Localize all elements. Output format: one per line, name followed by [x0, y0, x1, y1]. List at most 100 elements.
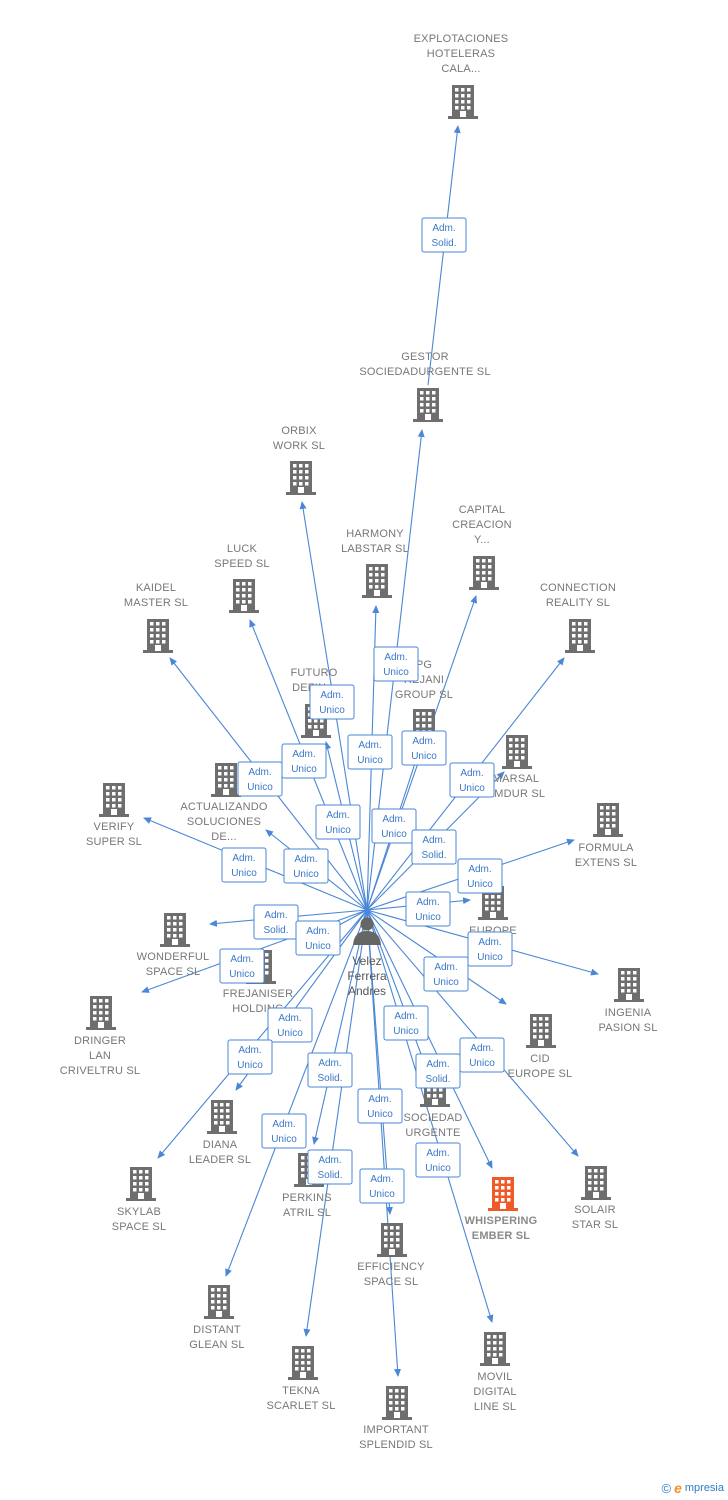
building-icon[interactable] [565, 619, 595, 653]
company-node-explotaciones[interactable]: EXPLOTACIONESHOTELERASCALA... [414, 33, 509, 119]
building-icon[interactable] [480, 1332, 510, 1366]
role-badge[interactable]: Adm.Unico [423, 956, 469, 992]
role-badge[interactable]: Adm.Unico [405, 891, 451, 927]
building-icon[interactable] [207, 1100, 237, 1134]
building-icon[interactable] [382, 1386, 412, 1420]
role-badge[interactable]: Adm.Unico [281, 743, 327, 779]
role-badge[interactable]: Adm.Solid. [411, 829, 457, 865]
role-badge-text: Adm. [318, 1058, 341, 1069]
role-badge[interactable]: Adm.Unico [283, 848, 329, 884]
building-icon[interactable] [126, 1167, 156, 1201]
building-icon[interactable] [502, 735, 532, 769]
building-icon[interactable] [160, 913, 190, 947]
role-badge[interactable]: Adm.Solid. [421, 217, 467, 253]
role-badge-text: Adm. [432, 223, 455, 234]
role-badge[interactable]: Adm.Unico [359, 1168, 405, 1204]
building-icon[interactable] [362, 564, 392, 598]
building-icon[interactable] [526, 1014, 556, 1048]
role-badge-text: Adm. [318, 1155, 341, 1166]
role-badge[interactable]: Adm.Unico [315, 804, 361, 840]
role-badge[interactable]: Adm.Solid. [415, 1053, 461, 1089]
company-label: CREACION [452, 519, 512, 531]
role-badge[interactable]: Adm.Solid. [253, 904, 299, 940]
building-icon[interactable] [204, 1285, 234, 1319]
building-icon[interactable] [211, 763, 241, 797]
role-badge[interactable]: Adm.Unico [221, 847, 267, 883]
building-icon[interactable] [286, 461, 316, 495]
edge-velez-whispering [366, 909, 493, 1169]
role-badge-text: Adm. [230, 954, 253, 965]
building-icon[interactable] [593, 803, 623, 837]
role-badge[interactable]: Adm.Unico [347, 734, 393, 770]
role-badge[interactable]: Adm.Solid. [307, 1149, 353, 1185]
role-badge[interactable]: Adm.Unico [457, 858, 503, 894]
company-label: EUROPE SL [508, 1068, 573, 1080]
role-badge[interactable]: Adm.Unico [261, 1113, 307, 1149]
role-badge-text: Unico [237, 1060, 263, 1071]
building-icon[interactable] [377, 1223, 407, 1257]
building-icon[interactable] [581, 1166, 611, 1200]
building-icon[interactable] [86, 996, 116, 1030]
person-icon[interactable] [353, 917, 381, 946]
role-badge[interactable]: Adm.Unico [467, 931, 513, 967]
building-icon[interactable] [448, 85, 478, 119]
badges-layer: Adm.Solid.Adm.UnicoAdm.UnicoAdm.UnicoAdm… [219, 217, 513, 1204]
edge-velez-important [366, 909, 402, 1377]
role-badge[interactable]: Adm.Solid. [307, 1052, 353, 1088]
edge-velez-movil [366, 909, 494, 1323]
role-badge[interactable]: Adm.Unico [373, 646, 419, 682]
role-badge[interactable]: Adm.Unico [295, 920, 341, 956]
building-icon[interactable] [469, 556, 499, 590]
building-icon[interactable] [614, 968, 644, 1002]
role-badge[interactable]: Adm.Unico [383, 1005, 429, 1041]
building-icon[interactable] [488, 1177, 518, 1211]
role-badge[interactable]: Adm.Unico [415, 1142, 461, 1178]
edge-velez-distant [225, 909, 368, 1277]
role-badge[interactable]: Adm.Unico [357, 1088, 403, 1124]
role-badge-text: Unico [469, 1058, 495, 1069]
role-badge[interactable]: Adm.Unico [449, 762, 495, 798]
role-badge[interactable]: Adm.Unico [401, 730, 447, 766]
building-icon[interactable] [413, 388, 443, 422]
role-badge[interactable]: Adm.Unico [459, 1037, 505, 1073]
role-badge[interactable]: Adm.Unico [267, 1007, 313, 1043]
building-icon[interactable] [229, 579, 259, 613]
building-icon[interactable] [143, 619, 173, 653]
role-badge[interactable]: Adm.Unico [371, 808, 417, 844]
role-badge-text: Adm. [248, 767, 271, 778]
building-icon[interactable] [99, 783, 129, 817]
building-icon[interactable] [288, 1346, 318, 1380]
company-node-capital[interactable]: CAPITALCREACIONY... [452, 504, 512, 590]
role-badge[interactable]: Adm.Unico [227, 1039, 273, 1075]
role-badge[interactable]: Adm.Unico [237, 761, 283, 797]
company-node-actualizando[interactable]: ACTUALIZANDOSOLUCIONESDE... [180, 763, 268, 843]
role-badge[interactable]: Adm.Unico [219, 948, 265, 984]
role-badge[interactable]: Adm.Unico [309, 684, 355, 720]
company-node-europe[interactable]: EUROPE [469, 886, 517, 937]
company-label: LINE SL [474, 1401, 516, 1413]
